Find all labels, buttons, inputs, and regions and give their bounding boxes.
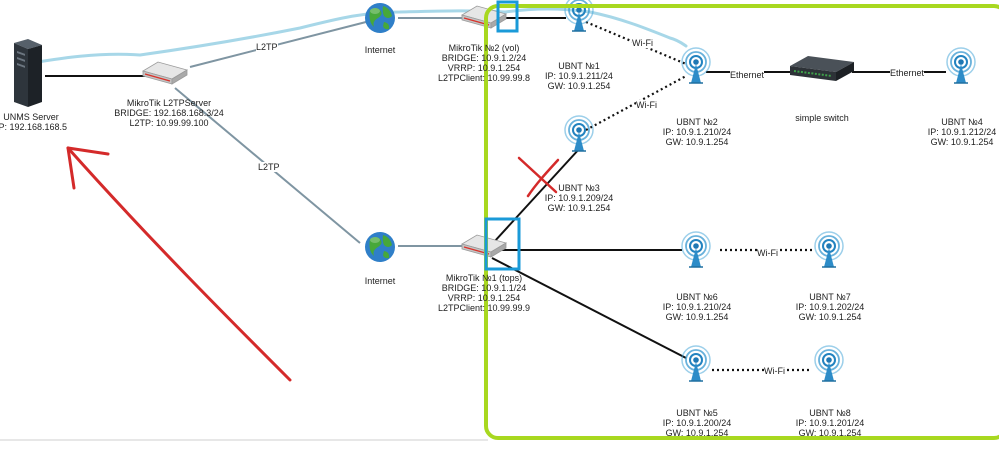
internet-bottom-label: Internet bbox=[364, 276, 396, 286]
ubnt8-label: UBNT №8 IP: 10.9.1.201/24 GW: 10.9.1.254 bbox=[785, 408, 875, 438]
annotation-red-arrow bbox=[66, 146, 292, 382]
internet-top-label: Internet bbox=[364, 45, 396, 55]
mikrotik2-name: MikroTik №2 (vol) bbox=[448, 43, 520, 53]
switch-label: simple switch bbox=[795, 113, 849, 123]
ubnt5-gw: GW: 10.9.1.254 bbox=[665, 428, 729, 438]
server-name: UNMS Server bbox=[3, 112, 59, 122]
ubnt4-gw: GW: 10.9.1.254 bbox=[930, 137, 994, 147]
mikrotik2-vrrp: VRRP: 10.9.1.254 bbox=[447, 63, 521, 73]
ubnt3-name: UBNT №3 bbox=[558, 183, 600, 193]
ubnt1-label: UBNT №1 IP: 10.9.1.211/24 GW: 10.9.1.254 bbox=[534, 61, 624, 91]
antenna-icon bbox=[681, 345, 711, 382]
ubnt8-ip: IP: 10.9.1.201/24 bbox=[795, 418, 865, 428]
link-wifi-1-2 bbox=[585, 20, 687, 66]
link-mikrotik1-ubnt5 bbox=[491, 257, 687, 359]
ubnt8-name: UBNT №8 bbox=[809, 408, 851, 418]
ubnt1-gw: GW: 10.9.1.254 bbox=[547, 81, 611, 91]
ubnt2-ip: IP: 10.9.1.210/24 bbox=[662, 127, 732, 137]
ubnt6-label: UBNT №6 IP: 10.9.1.210/24 GW: 10.9.1.254 bbox=[652, 292, 742, 322]
ubnt2-gw: GW: 10.9.1.254 bbox=[665, 137, 729, 147]
ubnt7-name: UBNT №7 bbox=[809, 292, 851, 302]
globe-icon bbox=[365, 3, 395, 33]
annotation-red-cross bbox=[517, 156, 560, 198]
mikrotik1-vrrp: VRRP: 10.9.1.254 bbox=[447, 293, 521, 303]
ubnt3-label: UBNT №3 IP: 10.9.1.209/24 GW: 10.9.1.254 bbox=[534, 183, 624, 213]
mikrotik1-name: MikroTik №1 (tops) bbox=[445, 273, 523, 283]
edge-label-l2tp-mid: L2TP bbox=[258, 162, 280, 172]
ubnt7-gw: GW: 10.9.1.254 bbox=[798, 312, 862, 322]
server-label: UNMS Server IP: 192.168.168.5 bbox=[0, 112, 68, 132]
ubnt8-gw: GW: 10.9.1.254 bbox=[798, 428, 862, 438]
edge-label-wifi-1-2: Wi-Fi bbox=[632, 38, 653, 48]
ubnt5-name: UBNT №5 bbox=[676, 408, 718, 418]
globe-icon bbox=[365, 232, 395, 262]
server-icon bbox=[14, 39, 42, 107]
l2tp-server-bridge: BRIDGE: 192.168.168.3/24 bbox=[114, 108, 224, 118]
edge-label-eth-switch-4: Ethernet bbox=[890, 68, 925, 78]
mikrotik2-label: MikroTik №2 (vol) BRIDGE: 10.9.1.2/24 VR… bbox=[432, 43, 536, 83]
mikrotik2-bridge: BRIDGE: 10.9.1.2/24 bbox=[441, 53, 527, 63]
antenna-icon bbox=[564, 115, 594, 152]
ubnt5-label: UBNT №5 IP: 10.9.1.200/24 GW: 10.9.1.254 bbox=[652, 408, 742, 438]
server-ip: IP: 192.168.168.5 bbox=[0, 122, 68, 132]
annotation-port-mikrotik1 bbox=[484, 217, 521, 271]
annotation-cable bbox=[18, 7, 688, 67]
ubnt2-label: UBNT №2 IP: 10.9.1.210/24 GW: 10.9.1.254 bbox=[652, 117, 742, 147]
l2tp-server-label: MikroTik L2TPServer BRIDGE: 192.168.168.… bbox=[106, 98, 232, 128]
switch-icon bbox=[790, 56, 854, 81]
edge-label-wifi-6-7: Wi-Fi bbox=[757, 248, 778, 258]
router-icon bbox=[142, 61, 188, 85]
antenna-icon bbox=[814, 345, 844, 382]
ubnt7-ip: IP: 10.9.1.202/24 bbox=[795, 302, 865, 312]
mikrotik1-l2tp: L2TPClient: 10.99.99.9 bbox=[437, 303, 531, 313]
link-mikrotik1-ubnt3 bbox=[493, 147, 581, 243]
ubnt3-ip: IP: 10.9.1.209/24 bbox=[544, 193, 614, 203]
ubnt1-ip: IP: 10.9.1.211/24 bbox=[545, 71, 613, 81]
mikrotik2-l2tp: L2TPClient: 10.99.99.8 bbox=[437, 73, 531, 83]
mikrotik1-label: MikroTik №1 (tops) BRIDGE: 10.9.1.1/24 V… bbox=[432, 273, 536, 313]
edge-label-wifi-3-2: Wi-Fi bbox=[636, 100, 657, 110]
annotation-port-mikrotik2 bbox=[496, 0, 519, 33]
antenna-icon bbox=[814, 231, 844, 268]
ubnt2-name: UBNT №2 bbox=[676, 117, 718, 127]
antenna-icon bbox=[681, 47, 711, 84]
ubnt5-ip: IP: 10.9.1.200/24 bbox=[662, 418, 732, 428]
link-l2tp-top bbox=[189, 21, 367, 68]
ubnt4-label: UBNT №4 IP: 10.9.1.212/24 GW: 10.9.1.254 bbox=[920, 117, 999, 147]
edge-label-wifi-5-8: Wi-Fi bbox=[764, 366, 785, 376]
mikrotik1-bridge: BRIDGE: 10.9.1.1/24 bbox=[441, 283, 527, 293]
ubnt4-ip: IP: 10.9.1.212/24 bbox=[927, 127, 997, 137]
ubnt4-name: UBNT №4 bbox=[941, 117, 983, 127]
ubnt6-gw: GW: 10.9.1.254 bbox=[665, 312, 729, 322]
ubnt6-name: UBNT №6 bbox=[676, 292, 718, 302]
ubnt1-name: UBNT №1 bbox=[558, 61, 600, 71]
l2tp-server-name: MikroTik L2TPServer bbox=[126, 98, 212, 108]
antenna-icon bbox=[681, 231, 711, 268]
ubnt6-ip: IP: 10.9.1.210/24 bbox=[662, 302, 732, 312]
ubnt3-gw: GW: 10.9.1.254 bbox=[547, 203, 611, 213]
edge-label-eth-2-switch: Ethernet bbox=[730, 70, 765, 80]
edge-label-l2tp-top: L2TP bbox=[256, 42, 278, 52]
antenna-icon bbox=[946, 47, 976, 84]
l2tp-server-l2tp: L2TP: 10.99.99.100 bbox=[129, 118, 209, 128]
ubnt7-label: UBNT №7 IP: 10.9.1.202/24 GW: 10.9.1.254 bbox=[785, 292, 875, 322]
